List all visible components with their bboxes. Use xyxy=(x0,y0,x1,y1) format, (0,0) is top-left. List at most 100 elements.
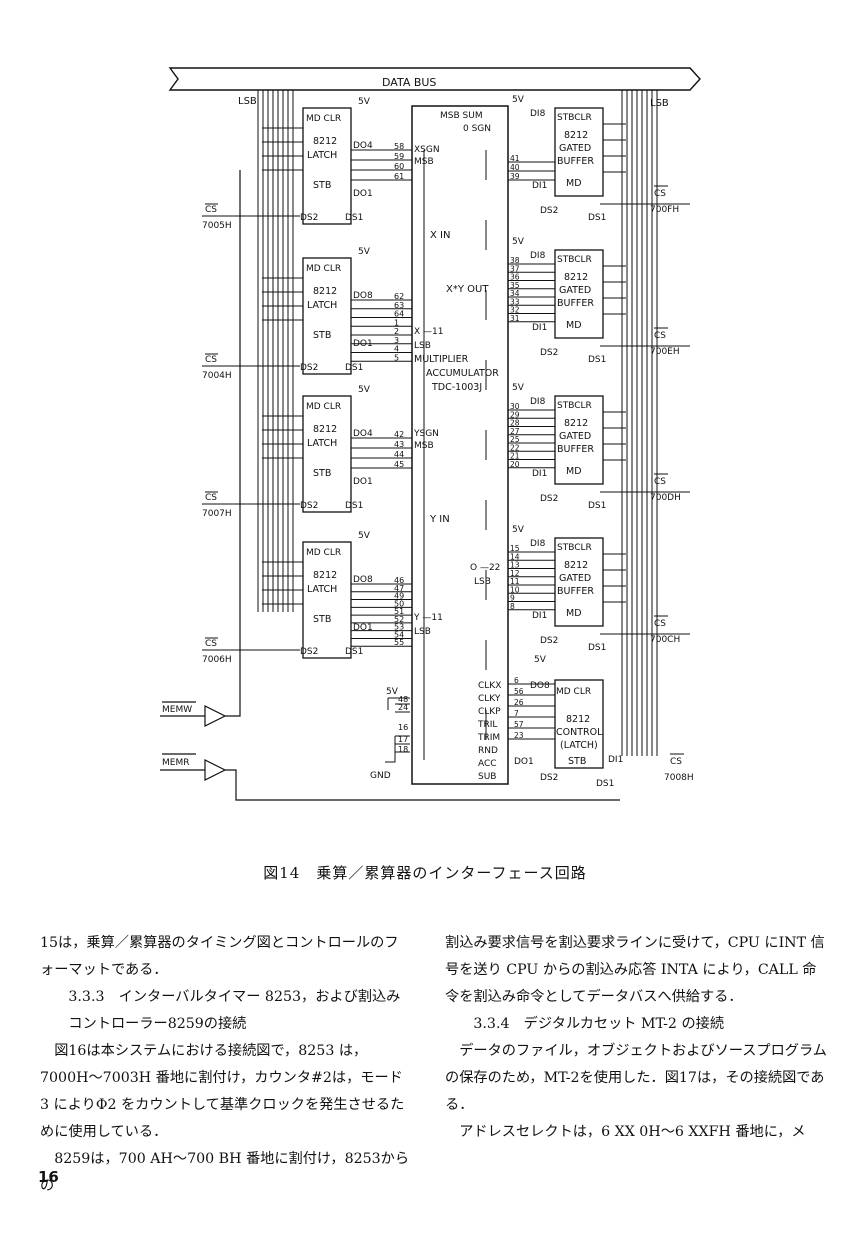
latch-top-pin: DO8 xyxy=(353,291,373,301)
pin-number: 42 xyxy=(394,430,404,439)
buffer-gated: GATED xyxy=(559,573,591,584)
latch-ds2: DS2 xyxy=(300,213,318,223)
paragraph: 図16は本システムにおける接続図で，8253 は，7000H〜7003H 番地に… xyxy=(40,1043,405,1140)
buffer-box xyxy=(554,395,604,485)
pin-number: 63 xyxy=(394,301,404,310)
chip-xsgn: XSGN xyxy=(414,145,440,155)
memr-label: MEMR xyxy=(162,758,189,768)
ground-pin-number: 18 xyxy=(398,745,408,754)
latch-kind: LATCH xyxy=(307,438,337,449)
latch-name: 8212 xyxy=(313,570,337,581)
latch-box xyxy=(302,257,352,375)
lsb-right-label: LSB xyxy=(650,98,669,109)
pin-number: 55 xyxy=(394,638,404,647)
latch-md-clr: MD CLR xyxy=(306,402,341,412)
chip-xin: X IN xyxy=(430,230,450,241)
buffer-md: MD xyxy=(566,178,582,189)
gnd-label: GND xyxy=(370,771,391,781)
buffer-cs: CS xyxy=(654,331,666,341)
paragraph: データのファイル，オブジェクトおよびソースプログラムの保存のため，MT-2を使用… xyxy=(445,1043,827,1113)
pin-number: 36 xyxy=(510,273,520,282)
buffer-buffer: BUFFER xyxy=(557,156,594,167)
lsb-left-label: LSB xyxy=(238,96,257,107)
latch-bot-pin: DO1 xyxy=(353,623,373,633)
ground-block xyxy=(385,697,410,763)
control-do1: DO1 xyxy=(514,757,534,767)
chip-msb-y: MSB xyxy=(414,441,434,451)
pin-number: 51 xyxy=(394,607,404,616)
pin-number: 40 xyxy=(510,163,520,172)
ground-pin-number: 17 xyxy=(398,735,408,744)
control-ds2: DS2 xyxy=(540,773,558,783)
latch-stb: STB xyxy=(313,468,331,479)
buffer-ds1: DS1 xyxy=(588,643,606,653)
chip-yin: Y IN xyxy=(429,514,450,525)
latch-cs: CS xyxy=(205,205,217,215)
pin-number: 37 xyxy=(510,264,520,273)
chip-control-pin: ACC xyxy=(478,759,497,769)
pin-number: 12 xyxy=(510,569,520,578)
latch-name: 8212 xyxy=(313,286,337,297)
latch-cs: CS xyxy=(205,355,217,365)
pin-number: 22 xyxy=(510,443,520,452)
pin-number: 56 xyxy=(514,687,524,696)
buffer-ds2: DS2 xyxy=(540,494,558,504)
latch-bot-pin: DO1 xyxy=(353,189,373,199)
pin-number: 13 xyxy=(510,561,520,570)
pin-number: 21 xyxy=(510,452,520,461)
pin-number: 52 xyxy=(394,615,404,624)
pin-number: 61 xyxy=(394,172,404,181)
buffer-addr: 700DH xyxy=(650,493,681,503)
latch-md-clr: MD CLR xyxy=(306,264,341,274)
chip-lsb-y: LSB xyxy=(414,627,431,637)
buffer-5v: 5V xyxy=(512,525,525,535)
paragraph: 15は，乗算／累算器のタイミング図とコントロールのフォーマットである． xyxy=(40,935,399,978)
control-5v: 5V xyxy=(534,655,547,665)
buffer-8212: STBCLR8212GATEDBUFFERMDDI8DI15VDS2DS1CS7… xyxy=(508,525,690,653)
pin-number: 32 xyxy=(510,306,520,315)
control-stb: STB xyxy=(568,756,586,767)
data-bus-label: DATA BUS xyxy=(382,76,436,89)
latch-bot-pin: DO1 xyxy=(353,477,373,487)
pin-number: 14 xyxy=(510,552,520,561)
pin-number: 15 xyxy=(510,544,520,553)
pin-number: 25 xyxy=(510,435,520,444)
buffer-addr: 700CH xyxy=(650,635,680,645)
memw-buffer xyxy=(160,170,620,801)
pin-number: 7 xyxy=(514,709,519,718)
latch-ds1: DS1 xyxy=(345,213,363,223)
chip-msb-x: MSB xyxy=(414,157,434,167)
latch-stb: STB xyxy=(313,330,331,341)
latch-addr: 7006H xyxy=(202,655,232,665)
latch-ds2: DS2 xyxy=(300,501,318,511)
buffer-bot-pin: DI1 xyxy=(532,181,547,191)
buffer-ds1: DS1 xyxy=(588,355,606,365)
chip-control-pin: CLKX xyxy=(478,681,501,691)
latch-box xyxy=(302,395,352,513)
buffer-cs: CS xyxy=(654,477,666,487)
chip-control-pin: CLKP xyxy=(478,707,501,717)
pin-number: 54 xyxy=(394,630,404,639)
latch-top-pin: DO8 xyxy=(353,575,373,585)
pin-number: 41 xyxy=(510,154,520,163)
pin-number: 29 xyxy=(510,410,520,419)
latch-5v: 5V xyxy=(358,385,371,395)
pin-number: 2 xyxy=(394,327,399,336)
chip-lsb-o: LSB xyxy=(474,577,491,587)
ground-pin-number: 48 xyxy=(398,695,408,704)
latch-box xyxy=(302,541,352,659)
section-heading: 3.3.3 インターバルタイマー 8253，および割込みコントローラー8259の… xyxy=(68,989,401,1032)
latch-top-pin: DO4 xyxy=(353,429,373,439)
buffer-name: 8212 xyxy=(564,560,588,571)
buffer-bot-pin: DI1 xyxy=(532,323,547,333)
chip-lsb-x: LSB xyxy=(414,341,431,351)
latch-kind: LATCH xyxy=(307,300,337,311)
chip-control-pin: CLKY xyxy=(478,694,501,704)
buffer-addr: 700FH xyxy=(650,205,679,215)
pin-number: 30 xyxy=(510,402,520,411)
pin-number: 11 xyxy=(510,577,520,586)
buffer-box xyxy=(554,249,604,339)
latch-addr: 7005H xyxy=(202,221,232,231)
